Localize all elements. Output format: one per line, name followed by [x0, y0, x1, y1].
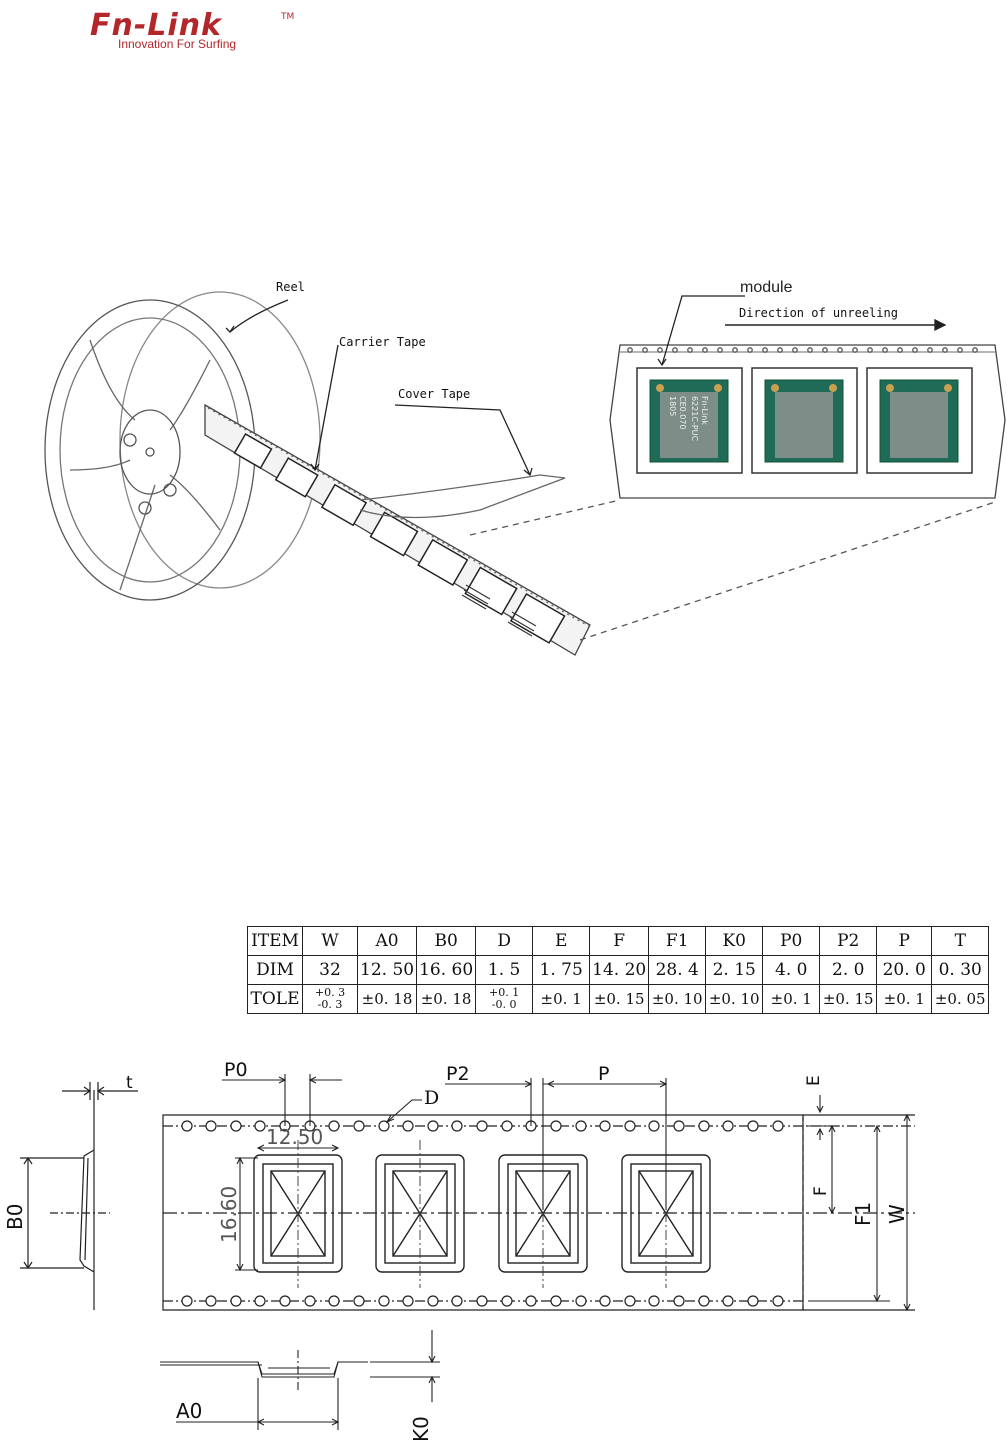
dim-label-b0: B0	[3, 1204, 27, 1230]
header-cell: F	[589, 926, 650, 956]
carrier-tape-drawing: t P0 P2 P D 12.50 16.60 B0 E F F1 W A0 K…	[3, 1060, 915, 1442]
tolerance-minus: -0. 3	[317, 998, 343, 1011]
label-module: module	[740, 279, 793, 296]
module-print-3: CE0.070	[678, 396, 687, 430]
dim-label-f: F	[811, 1186, 831, 1196]
dim-value-b0: 16.60	[217, 1186, 241, 1243]
logo-brand: Fn-Link	[90, 8, 223, 43]
table-cell: ±0. 15	[819, 984, 878, 1014]
label-direction-of-unreeling: Direction of unreeling	[739, 306, 898, 320]
table-cell: ±0. 18	[416, 984, 477, 1014]
dim-label-d: D	[424, 1087, 439, 1109]
brand-logo: Fn-Link TM Innovation For Surfing	[90, 8, 310, 56]
table-cell: ±0. 1	[532, 984, 591, 1014]
table-cell: +0. 3 -0. 3	[302, 984, 358, 1014]
header-cell: W	[302, 926, 358, 956]
header-cell: F1	[648, 926, 707, 956]
table-cell: 0. 30	[931, 955, 990, 985]
header-cell: E	[532, 926, 591, 956]
table-cell: 2. 0	[819, 955, 878, 985]
tolerance-minus: -0. 0	[491, 998, 517, 1011]
table-cell: 20. 0	[876, 955, 933, 985]
table-row: TOLE +0. 3 -0. 3 ±0. 18 ±0. 18 +0. 1 -0.…	[247, 984, 990, 1014]
table-cell: 32	[302, 955, 358, 985]
table-row: ITEM W A0 B0 D E F F1 K0 P0 P2 P T	[247, 926, 990, 956]
table-cell: 16. 60	[416, 955, 477, 985]
table-cell: 4. 0	[762, 955, 821, 985]
table-cell: DIM	[247, 955, 303, 985]
table-cell: 1. 5	[475, 955, 534, 985]
table-cell: ±0. 15	[589, 984, 650, 1014]
header-cell: P0	[762, 926, 821, 956]
table-cell: ±0. 10	[705, 984, 764, 1014]
dim-label-w: W	[885, 1204, 909, 1224]
dim-label-a0: A0	[176, 1399, 202, 1423]
table-cell: +0. 1 -0. 0	[475, 984, 534, 1014]
dim-label-p: P	[598, 1063, 609, 1085]
label-reel: Reel	[276, 280, 305, 294]
dim-label-k0: K0	[409, 1416, 433, 1442]
header-cell: T	[931, 926, 990, 956]
header-cell: K0	[705, 926, 764, 956]
header-cell: P	[876, 926, 933, 956]
dim-label-e: E	[804, 1075, 824, 1086]
dim-label-t: t	[126, 1073, 133, 1093]
header-cell: B0	[416, 926, 477, 956]
header-cell: D	[475, 926, 534, 956]
label-cover-tape: Cover Tape	[398, 387, 470, 401]
header-cell: A0	[356, 926, 418, 956]
dim-label-p0: P0	[224, 1060, 248, 1081]
table-cell: ±0. 05	[931, 984, 990, 1014]
table-cell: 28. 4	[648, 955, 707, 985]
table-cell: ±0. 1	[876, 984, 933, 1014]
module-print-2: 6221C-PUC	[690, 396, 699, 442]
tape-spec-table: ITEM W A0 B0 D E F F1 K0 P0 P2 P T DIM 3…	[247, 926, 990, 1014]
tolerance-plus: +0. 3	[314, 986, 346, 999]
header-cell: ITEM	[247, 926, 303, 956]
module-images: Fn-Link 6221C-PUC CE0.070 1805	[649, 379, 959, 463]
dim-label-f1: F1	[851, 1202, 875, 1226]
reel-packaging-illustration: Fn-Link 6221C-PUC CE0.070 1805 Reel Carr…	[44, 279, 1006, 656]
table-cell: ±0. 10	[648, 984, 707, 1014]
tolerance-plus: +0. 1	[489, 986, 520, 999]
table-cell: 2. 15	[705, 955, 764, 985]
label-carrier-tape: Carrier Tape	[339, 335, 426, 349]
table-cell: 12. 50	[356, 955, 418, 985]
logo-trademark: TM	[281, 12, 295, 22]
table-cell: 14. 20	[589, 955, 650, 985]
table-cell: 1. 75	[532, 955, 591, 985]
module-print-4: 1805	[668, 396, 677, 416]
table-cell: TOLE	[247, 984, 303, 1014]
table-cell: ±0. 18	[356, 984, 418, 1014]
table-cell: ±0. 1	[762, 984, 821, 1014]
logo-tagline: Innovation For Surfing	[118, 37, 237, 51]
module-print-1: Fn-Link	[700, 396, 709, 425]
header-cell: P2	[819, 926, 878, 956]
table-row: DIM 32 12. 50 16. 60 1. 5 1. 75 14. 20 2…	[247, 955, 990, 985]
dim-label-p2: P2	[446, 1063, 470, 1085]
dim-value-a0: 12.50	[266, 1125, 323, 1149]
